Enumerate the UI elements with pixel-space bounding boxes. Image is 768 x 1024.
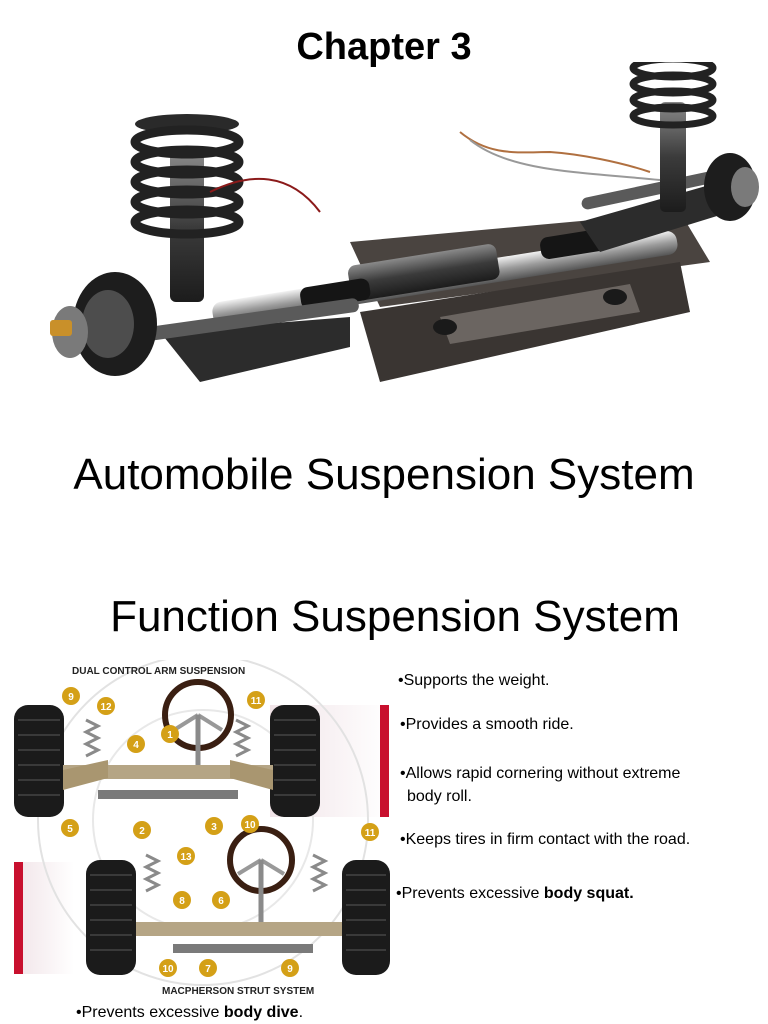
callout-number: 9 [287, 964, 293, 975]
callout-badge [247, 691, 265, 709]
callout-number: 13 [180, 852, 192, 863]
accent-bar [380, 705, 389, 817]
callout-number: 10 [244, 820, 256, 831]
callout-badge [133, 821, 151, 839]
suspension-assembly-illustration [50, 62, 759, 382]
bullet-rapid-cornering: •Allows rapid cornering without extreme [400, 765, 681, 782]
callout-badge [62, 687, 80, 705]
bullet-body-squat: •Prevents excessive body squat. [396, 885, 634, 902]
callout-number: 2 [139, 826, 145, 837]
callout-number: 1 [167, 730, 173, 741]
callout-number: 5 [67, 824, 73, 835]
diagram-bottom-label: MACPHERSON STRUT SYSTEM [162, 986, 314, 997]
callout-badge [97, 697, 115, 715]
bullet-smooth-ride: •Provides a smooth ride. [400, 716, 574, 733]
background-band [14, 862, 74, 974]
callout-badge [61, 819, 79, 837]
bullet-rapid-cornering-cont: body roll. [407, 788, 472, 805]
callout-badge [173, 891, 191, 909]
callouts-bottom: 13 8 6 11 10 7 9 [159, 823, 379, 977]
callout-number: 4 [133, 740, 139, 751]
callout-badge [205, 817, 223, 835]
callout-badge [159, 959, 177, 977]
diagram-top-label: DUAL CONTROL ARM SUSPENSION [72, 666, 245, 677]
callout-number: 10 [162, 964, 174, 975]
chapter-title: Chapter 3 [296, 26, 472, 68]
callout-number: 9 [68, 692, 74, 703]
callout-badge [281, 959, 299, 977]
callout-number: 11 [251, 696, 262, 707]
callout-number: 7 [205, 964, 211, 975]
callout-badge [161, 725, 179, 743]
bullet-tire-contact: •Keeps tires in firm contact with the ro… [400, 831, 691, 848]
callout-badge [241, 815, 259, 833]
callout-number: 6 [218, 896, 224, 907]
function-title: Function Suspension System [110, 592, 680, 641]
callout-number: 3 [211, 822, 217, 833]
bullet-body-dive: •Prevents excessive body dive. [76, 1004, 304, 1021]
callout-number: 8 [179, 896, 185, 907]
accent-bar [14, 862, 23, 974]
callout-badge [199, 959, 217, 977]
bullet-supports-weight: •Supports the weight. [398, 672, 550, 689]
main-title: Automobile Suspension System [73, 450, 695, 499]
callout-badge [212, 891, 230, 909]
callout-number: 11 [365, 828, 376, 839]
callout-number: 12 [100, 702, 112, 713]
callout-badge [127, 735, 145, 753]
suspension-diagram: DUAL CONTROL ARM SUSPENSION MACPHERSON S [14, 660, 390, 997]
callout-badge [177, 847, 195, 865]
callout-badge [361, 823, 379, 841]
